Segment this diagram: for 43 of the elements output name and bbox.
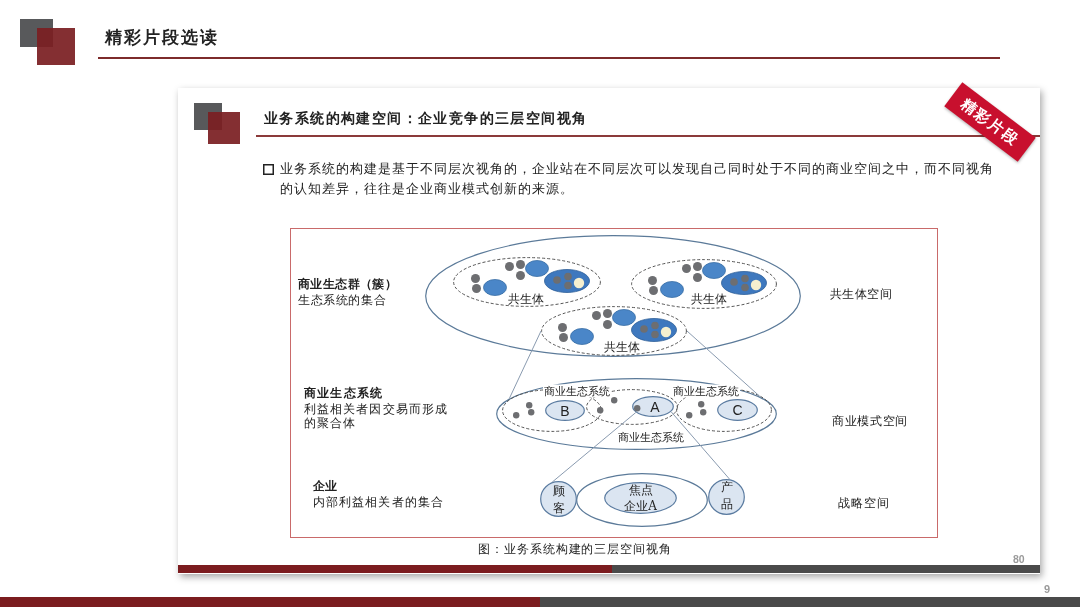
node-label: A — [650, 397, 660, 416]
layer-ellipse — [425, 235, 801, 357]
circle-node — [540, 481, 577, 517]
space-label: 商业模式空间 — [832, 413, 909, 429]
oval-node — [545, 400, 585, 421]
level-description: 内部利益相关者的集合 — [313, 494, 444, 510]
node-label: B — [560, 401, 570, 420]
level-description: 生态系统的集合 — [298, 292, 387, 308]
connector-line — [686, 330, 762, 398]
layer-ellipse — [576, 473, 708, 527]
connector-line — [508, 330, 542, 400]
oval-node — [717, 399, 758, 421]
page-heading: 精彩片段选读 — [105, 26, 219, 48]
node-label: 顾客 — [552, 483, 565, 517]
level-title: 商业生态群（簇） — [298, 276, 398, 292]
figure-caption: 图：业务系统构建的三层空间视角 — [478, 541, 672, 557]
node-label: 商业生态系统 — [672, 384, 740, 398]
space-label: 共生体空间 — [830, 286, 892, 302]
connector-line — [670, 411, 731, 480]
node-label: C — [732, 401, 743, 419]
node-label: 焦点企业A — [623, 482, 658, 514]
node-label: 产品 — [720, 479, 733, 513]
oval-node — [604, 482, 677, 514]
level-title: 商业生态系统 — [304, 385, 384, 401]
node-label: 商业生态系统 — [543, 384, 611, 398]
node-label: 共生体 — [603, 340, 641, 354]
circle-node — [708, 479, 745, 515]
level-description: 利益相关者因交易而形成的聚合体 — [304, 402, 450, 430]
oval-node — [632, 396, 674, 417]
dashed-ellipse — [453, 257, 601, 307]
page-number: 9 — [1044, 583, 1051, 596]
dashed-ellipse — [631, 259, 777, 309]
page-number: 80 — [1013, 553, 1025, 565]
bullet-text: 业务系统的构建是基于不同层次视角的，企业站在不同层次可以发现自己同时处于不同的商业空间之中，而不同视角的认知差异，往往是企业商业模式创新的来源。 — [280, 160, 995, 198]
dashed-ellipse — [541, 306, 687, 356]
space-label: 战略空间 — [838, 495, 890, 511]
slide-title: 业务系统的构建空间：企业竞争的三层空间视角 — [264, 109, 588, 127]
node-label: 共生体 — [507, 292, 545, 306]
node-label: 共生体 — [690, 292, 728, 306]
layer-ellipse — [496, 378, 777, 450]
connector-line — [551, 412, 637, 483]
level-title: 企业 — [313, 478, 337, 494]
node-label: 商业生态系统 — [618, 430, 684, 444]
